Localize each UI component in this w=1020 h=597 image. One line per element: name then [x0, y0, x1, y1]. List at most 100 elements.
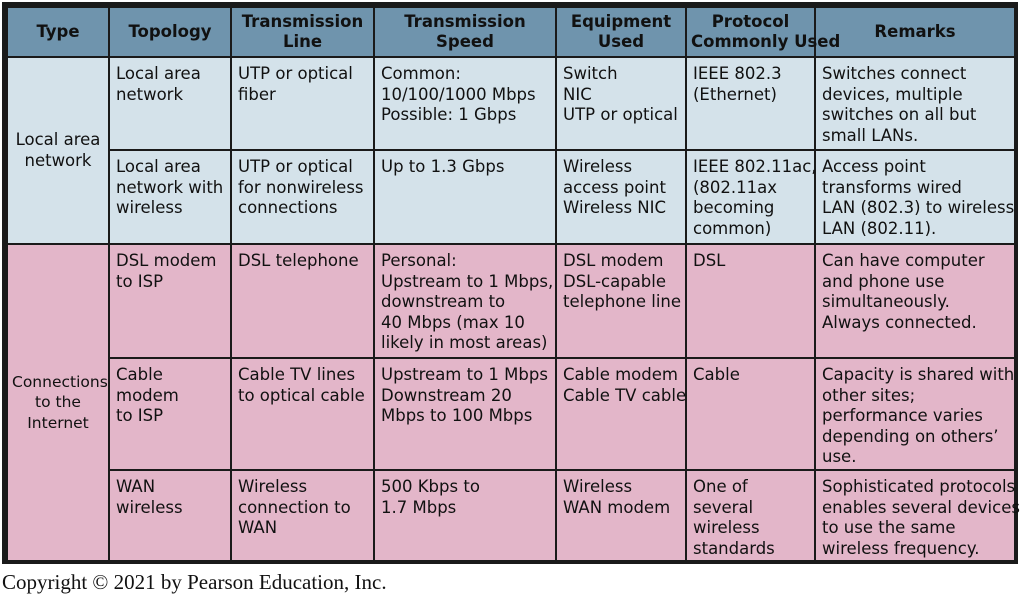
- topology-cell: Cable modem to ISP: [108, 357, 232, 471]
- cell-text: Switches connect: [822, 64, 967, 83]
- cell-text: small LANs.: [822, 125, 919, 145]
- remarks-cell: Can have computer and phone use simultan…: [814, 243, 1016, 359]
- line-cell: Cable TV lines to optical cable: [230, 357, 375, 471]
- cell-text: IEEE 802.11ac,: [693, 157, 817, 176]
- header-text: Commonly Used: [691, 32, 841, 51]
- cell-text: Always connected.: [822, 312, 977, 332]
- cell-text: fiber: [238, 84, 276, 104]
- cell-text: to ISP: [116, 271, 164, 291]
- protocol-cell: One of several wireless standards: [685, 469, 816, 562]
- line-cell: UTP or optical for nonwireless connectio…: [230, 149, 375, 245]
- cell-text: enables several devices: [822, 497, 1020, 517]
- line-cell: DSL telephone: [230, 243, 375, 359]
- table-row: WAN wireless Wireless connection to WAN …: [7, 469, 1020, 562]
- cell-text: Internet: [27, 413, 89, 432]
- cell-text: Mbps to 100 Mbps: [381, 406, 533, 425]
- cell-text: WAN modem: [563, 497, 671, 517]
- cell-text: DSL: [693, 251, 726, 270]
- equipment-cell: DSL modem DSL-capable telephone line: [555, 243, 687, 359]
- cell-text: standards: [693, 538, 775, 558]
- cell-text: Up to 1.3 Gbps: [381, 157, 505, 176]
- remarks-cell: Switches connect devices, multiple switc…: [814, 56, 1016, 151]
- topology-cell: DSL modem to ISP: [108, 243, 232, 359]
- cell-text: UTP or optical: [238, 64, 353, 83]
- cell-text: connections: [238, 198, 338, 217]
- cell-text: modem: [116, 385, 179, 405]
- cell-text: simultaneously.: [822, 292, 950, 311]
- cell-text: Wireless: [563, 477, 633, 496]
- topology-cell: Local area network: [108, 56, 232, 151]
- cell-text: wireless: [116, 497, 183, 517]
- cell-text: depending on others’: [822, 426, 999, 446]
- cell-text: Cable TV cable: [563, 385, 687, 405]
- cell-text: LAN (802.3) to wireless: [822, 198, 1015, 217]
- cell-text: 10/100/1000 Mbps: [381, 84, 536, 104]
- cell-text: to ISP: [116, 406, 164, 425]
- header-text: Topology: [128, 22, 212, 41]
- copyright-notice: Copyright © 2021 by Pearson Education, I…: [2, 570, 387, 594]
- cell-text: for nonwireless: [238, 177, 364, 197]
- cell-text: Connections: [12, 372, 108, 391]
- cell-text: UTP or optical: [563, 105, 678, 124]
- header-text: Remarks: [874, 22, 956, 41]
- header-text: Speed: [436, 32, 494, 51]
- equipment-cell: Wireless access point Wireless NIC: [555, 149, 687, 245]
- equipment-cell: Wireless WAN modem: [555, 469, 687, 562]
- cell-text: Access point: [822, 157, 926, 176]
- cell-text: (802.11ax: [693, 177, 778, 197]
- remarks-cell: Sophisticated protocols enables several …: [814, 469, 1020, 562]
- table-row: Cable modem to ISP Cable TV lines to opt…: [7, 357, 1016, 471]
- cell-text: DSL-capable: [563, 271, 667, 291]
- header-text: Type: [36, 22, 80, 41]
- line-cell: UTP or optical fiber: [230, 56, 375, 151]
- cell-text: Local area: [15, 130, 101, 149]
- cell-text: Cable: [693, 365, 740, 384]
- cell-text: Wireless: [238, 477, 308, 496]
- line-cell: Wireless connection to WAN: [230, 469, 375, 562]
- remarks-cell: Capacity is shared with other sites; per…: [814, 357, 1016, 471]
- type-cell-lan: Local area network: [6, 56, 110, 245]
- cell-text: 40 Mbps (max 10: [381, 312, 525, 332]
- cell-text: common): [693, 218, 772, 238]
- table-row: Local area network with wireless UTP or …: [7, 149, 1016, 245]
- cell-text: 500 Kbps to: [381, 477, 480, 496]
- cell-text: several: [693, 497, 754, 517]
- type-cell-internet: Connections to the Internet: [6, 243, 110, 562]
- cell-text: network: [116, 84, 184, 104]
- table-row: Connections to the Internet DSL modem to…: [6, 243, 1016, 562]
- header-text: Protocol: [711, 12, 790, 31]
- cell-text: devices, multiple: [822, 84, 963, 104]
- cell-text: IEEE 802.3: [693, 64, 782, 83]
- cell-text: network: [24, 150, 92, 170]
- header-text: Used: [597, 32, 645, 51]
- cell-text: Upstream to 1 Mbps,: [381, 271, 554, 291]
- cell-text: Downstream 20: [381, 385, 512, 405]
- protocol-cell: DSL: [685, 243, 816, 359]
- cell-text: DSL telephone: [238, 251, 359, 270]
- table-row: Local area network Local area network UT…: [6, 56, 1016, 245]
- cell-text: wireless frequency.: [822, 538, 980, 558]
- header-topology: Topology: [108, 6, 232, 58]
- cell-text: Switch: [563, 64, 618, 83]
- cell-text: network with: [116, 177, 224, 197]
- protocol-cell: IEEE 802.11ac, (802.11ax becoming common…: [685, 149, 817, 245]
- cell-text: Can have computer: [822, 251, 985, 270]
- cell-text: One of: [693, 477, 748, 496]
- cell-text: to optical cable: [238, 385, 365, 405]
- cell-text: Cable TV lines: [238, 365, 356, 384]
- cell-text: and phone use: [822, 271, 945, 291]
- cell-text: WAN: [116, 477, 156, 496]
- cell-text: transforms wired: [822, 177, 962, 197]
- cell-text: downstream to: [381, 292, 506, 311]
- cell-text: other sites;: [822, 385, 916, 405]
- cell-text: Local area: [116, 157, 201, 176]
- cell-text: Cable modem: [563, 365, 678, 384]
- cell-text: Upstream to 1 Mbps: [381, 365, 548, 384]
- cell-text: likely in most areas): [381, 333, 548, 352]
- cell-text: Local area: [116, 64, 201, 83]
- topology-cell: Local area network with wireless: [108, 149, 232, 245]
- cell-text: DSL modem: [116, 251, 217, 270]
- cell-text: wireless: [693, 518, 760, 537]
